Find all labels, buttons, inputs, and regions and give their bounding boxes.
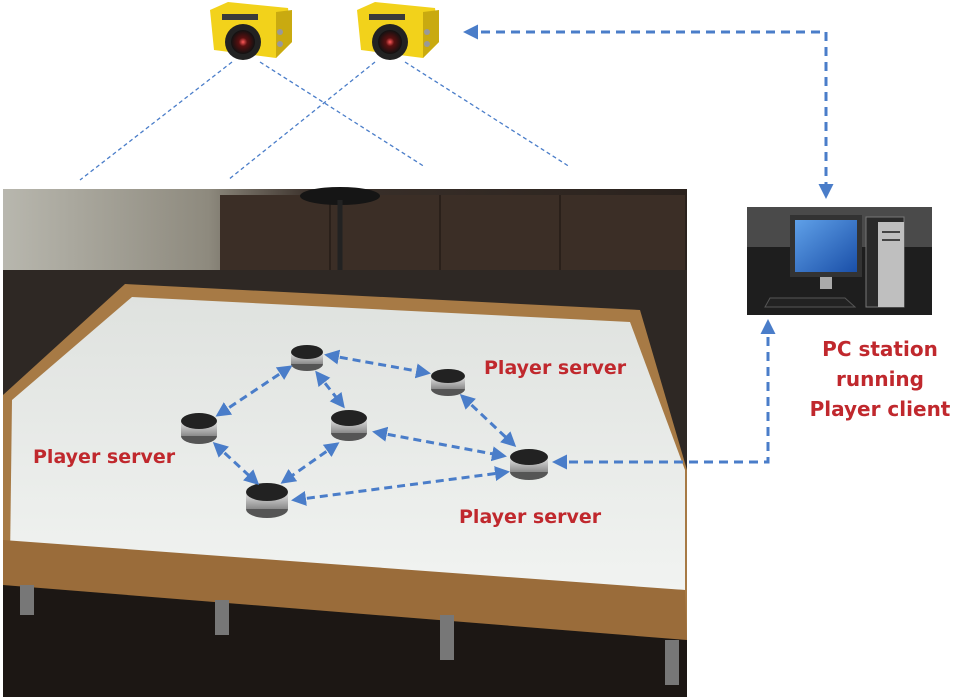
link-arrow xyxy=(372,426,507,462)
link-arrow xyxy=(291,466,510,506)
arena-photo xyxy=(3,187,687,697)
camera-pc-arrow xyxy=(463,24,834,199)
table-leg xyxy=(20,585,34,615)
desktop-pc-icon xyxy=(747,207,932,315)
player-server-label: Player server xyxy=(484,357,627,379)
industrial-camera-icon xyxy=(210,2,292,60)
link-arrow xyxy=(215,365,293,417)
mobile-robot-icon xyxy=(510,449,548,480)
table-surface xyxy=(10,297,685,590)
keyboard xyxy=(764,297,857,308)
mobile-robot-icon xyxy=(331,410,367,441)
player-server-label: Player server xyxy=(33,446,176,468)
table-leg xyxy=(440,615,454,660)
pc-station-label: running xyxy=(836,367,924,391)
table-leg xyxy=(665,640,679,685)
stool xyxy=(300,187,380,205)
link-arrow xyxy=(324,349,431,379)
mobile-robot-icon xyxy=(431,369,465,396)
table-leg xyxy=(215,600,229,635)
player-server-label: Player server xyxy=(459,506,602,528)
pc-robot-arrow xyxy=(552,319,776,470)
mobile-robot-icon xyxy=(291,345,323,371)
robot-links xyxy=(212,349,517,506)
camera-fov-lines xyxy=(79,61,571,181)
pc-links xyxy=(463,24,834,470)
pc-station-label: PC station xyxy=(822,337,938,361)
mobile-robot-icon xyxy=(181,413,217,444)
industrial-camera-icon xyxy=(357,2,439,60)
front-board xyxy=(3,540,687,640)
pc-station-label: Player client xyxy=(810,397,951,421)
link-arrow xyxy=(315,370,345,409)
mobile-robot-icon xyxy=(246,483,288,518)
robots xyxy=(181,345,548,518)
back-cabinets xyxy=(220,195,685,275)
link-arrow xyxy=(212,441,260,486)
